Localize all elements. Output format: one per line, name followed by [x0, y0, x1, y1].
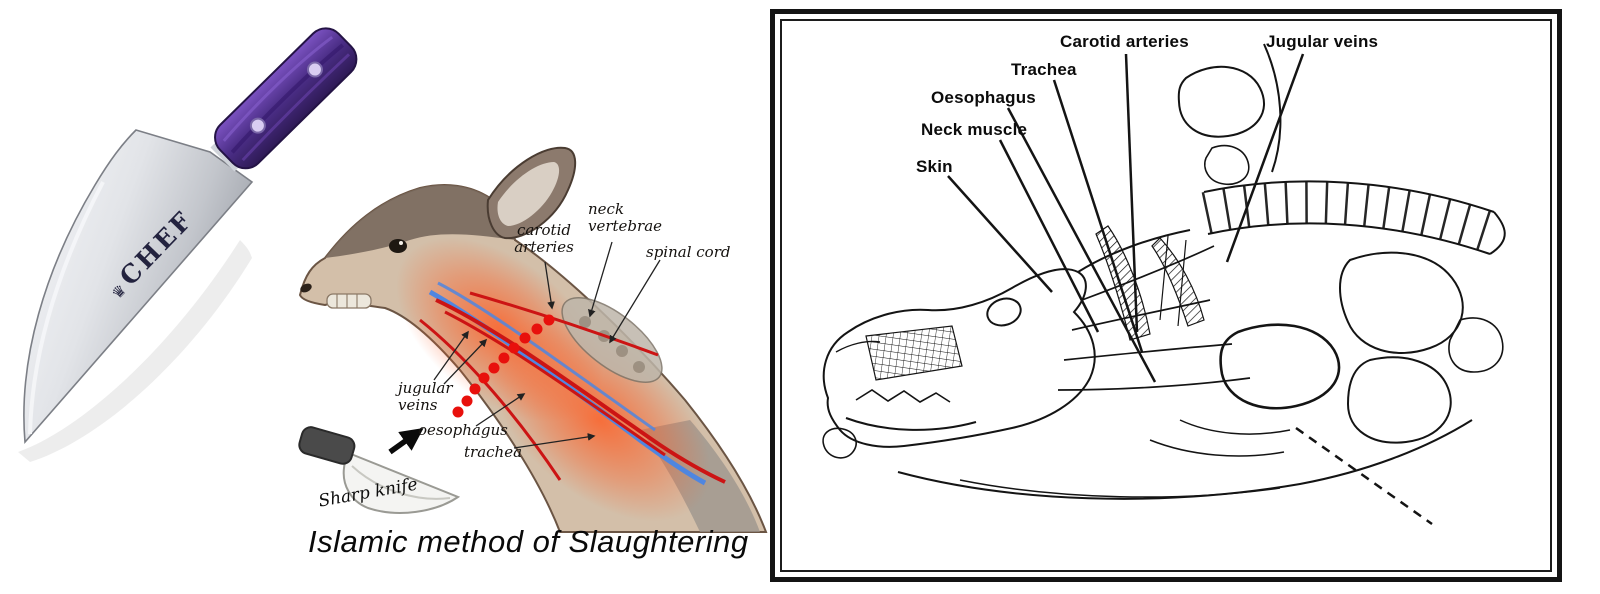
anat-label-trachea: Trachea: [1011, 60, 1077, 79]
eye-socket: [986, 297, 1022, 327]
ear-inner: [497, 162, 560, 226]
head-top-shading: [325, 185, 515, 258]
label-jugular-veins: jugular veins: [398, 379, 453, 415]
knife-handle: [214, 27, 358, 170]
skull-outline: [822, 268, 1096, 448]
label-carotid-arteries: carotid arteries: [514, 221, 574, 257]
large-oval: [1219, 323, 1341, 410]
vertebral-band-ribs: [1201, 181, 1499, 253]
cut-line-dots: [452, 314, 555, 418]
label-pointer-lines: [433, 241, 661, 449]
anat-label-carotid-arteries: Carotid arteries: [1060, 32, 1189, 51]
anat-label-skin: Skin: [916, 157, 953, 176]
nostril: [300, 283, 312, 293]
teeth: [326, 293, 372, 309]
knife-shadow: [18, 240, 252, 462]
anatomy-line-art: [822, 43, 1506, 526]
knife-blade: [23, 129, 254, 444]
diagram-caption: Islamic method of Slaughtering: [308, 524, 749, 559]
sharp-knife-icon: [298, 426, 461, 514]
anatomy-figure-frame: [770, 9, 1562, 582]
dashed-cut-line: [1295, 426, 1433, 526]
label-spinal-cord: spinal cord: [646, 243, 731, 261]
label-oesophagus: oesophagus: [418, 421, 508, 439]
handle-rivet: [249, 117, 266, 134]
blade-edge-line: [28, 181, 105, 435]
eye: [389, 239, 407, 253]
anat-label-jugular-veins: Jugular veins: [1266, 32, 1379, 51]
anatomy-pointer-lines: [947, 53, 1305, 383]
animal-illustration: [298, 146, 768, 533]
sharp-knife-arrow: [388, 427, 424, 455]
teeth-zigzag: [855, 389, 951, 403]
anat-label-neck-muscle: Neck muscle: [921, 120, 1028, 139]
chef-knife-art: ♛ CHEF: [18, 27, 358, 462]
blade-highlight: [70, 196, 250, 408]
label-neck-vertebrae: neck vertebrae: [588, 200, 663, 236]
anat-label-oesophagus: Oesophagus: [931, 88, 1036, 107]
label-trachea: trachea: [464, 443, 523, 461]
handle-rivet: [306, 61, 323, 78]
anatomy-figure-inner-frame: [780, 19, 1552, 572]
hatched-mass: [1151, 237, 1205, 327]
carotid-artery-lines: [419, 291, 726, 484]
molar-grid-patch: [865, 325, 963, 381]
